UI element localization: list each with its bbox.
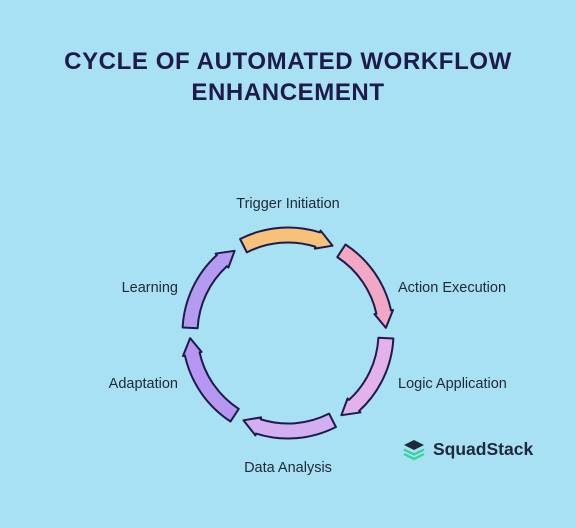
squadstack-logo-icon bbox=[403, 440, 425, 461]
step-label-action-execution: Action Execution bbox=[398, 280, 507, 296]
title-line-1: CYCLE OF AUTOMATED WORKFLOW bbox=[64, 48, 512, 75]
cycle-arrow-trigger-initiation bbox=[239, 226, 334, 254]
step-label-trigger-initiation: Trigger Initiation bbox=[236, 196, 340, 212]
step-label-learning: Learning bbox=[121, 280, 178, 296]
cycle-arrow-data-analysis bbox=[242, 412, 337, 440]
brand-name: SquadStack bbox=[433, 438, 534, 459]
step-label-adaptation: Adaptation bbox=[108, 376, 178, 392]
title-line-2: ENHANCEMENT bbox=[191, 79, 385, 106]
cycle-arrow-learning bbox=[181, 249, 236, 330]
cycle-arrow-action-execution bbox=[336, 243, 395, 329]
page-title: CYCLE OF AUTOMATED WORKFLOW ENHANCEMENT bbox=[0, 46, 576, 108]
brand-logo: SquadStack bbox=[402, 437, 533, 461]
step-label-data-analysis: Data Analysis bbox=[244, 460, 332, 476]
cycle-arrow-logic-application bbox=[340, 336, 395, 417]
cycle-arrow-adaptation bbox=[181, 337, 240, 423]
step-label-logic-application: Logic Application bbox=[398, 376, 507, 392]
